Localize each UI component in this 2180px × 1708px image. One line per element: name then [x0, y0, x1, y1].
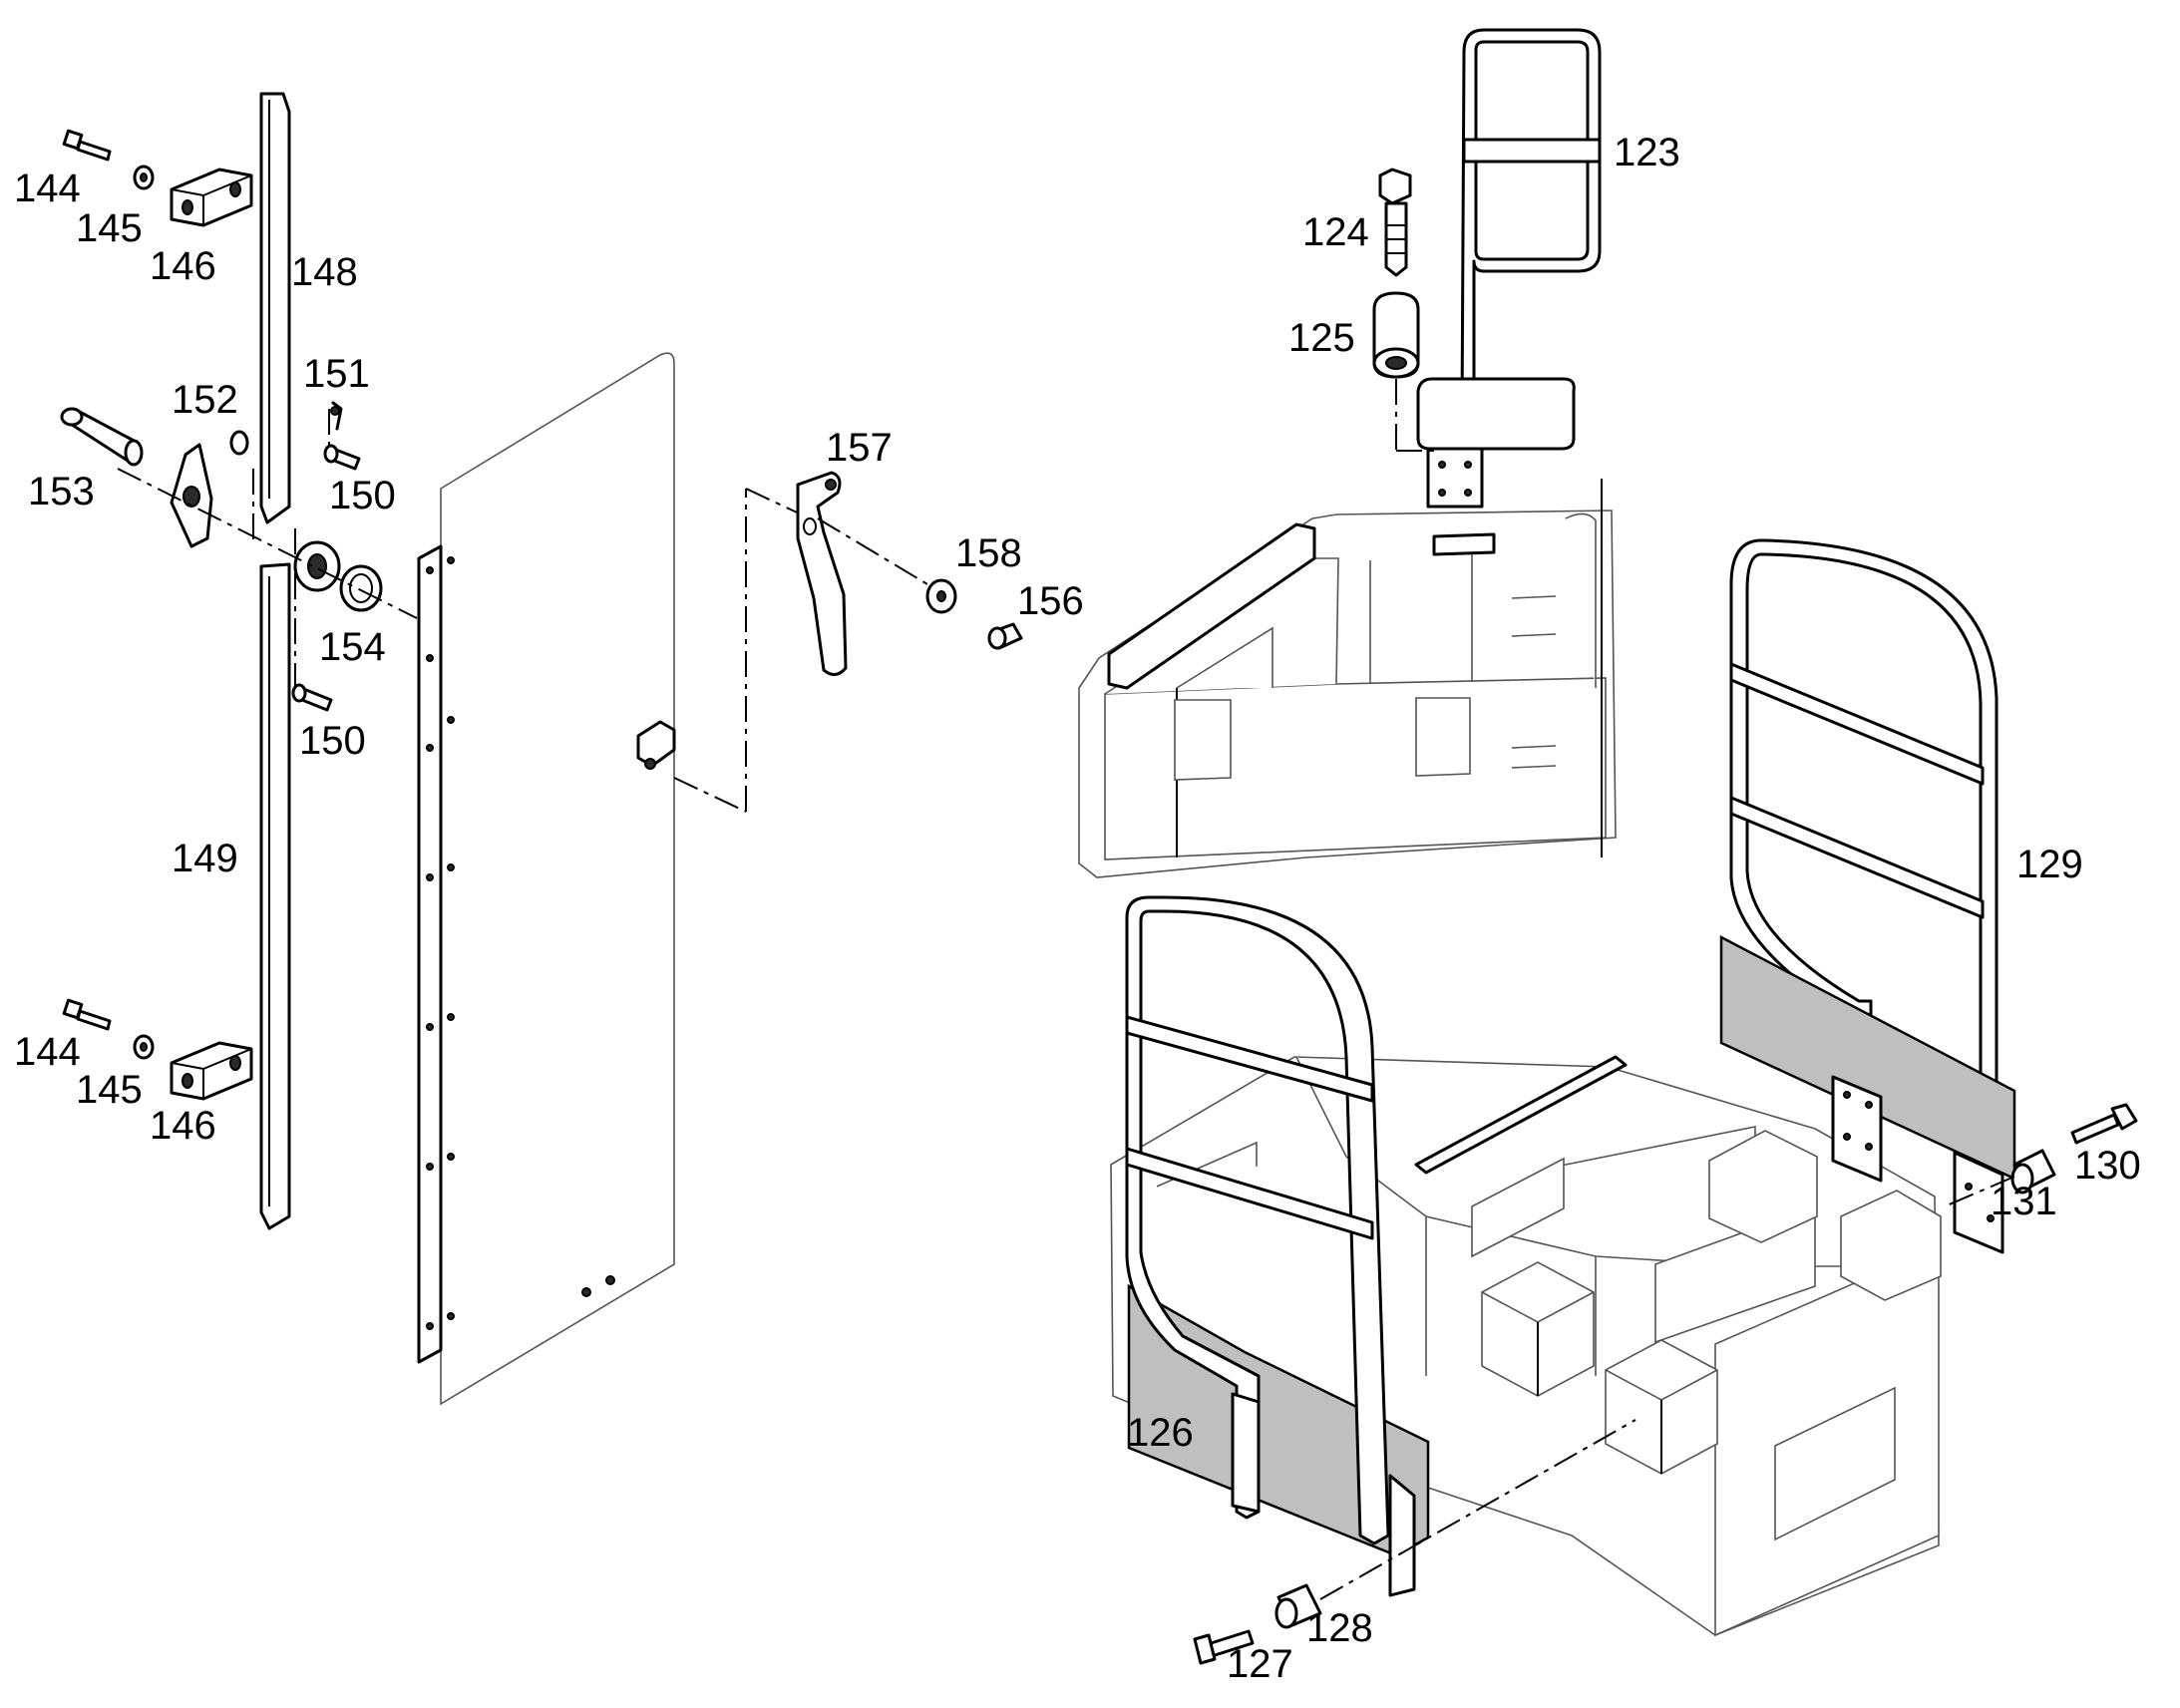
- washer-145-upper: [133, 165, 155, 190]
- washer-145-lower: [133, 1034, 155, 1060]
- label-145-lower: 145: [76, 1068, 143, 1112]
- washer-158: [925, 578, 957, 614]
- label-124: 124: [1302, 210, 1369, 254]
- bolt-144-lower: [62, 998, 112, 1031]
- base-socket-left: [1481, 1261, 1595, 1397]
- bolt-130: [2070, 1103, 2138, 1145]
- label-127: 127: [1227, 1642, 1293, 1686]
- label-128: 128: [1306, 1606, 1373, 1650]
- clamp-block-146-lower: [170, 1041, 253, 1101]
- label-130: 130: [2074, 1144, 2141, 1188]
- label-154: 154: [319, 625, 386, 669]
- label-131: 131: [1991, 1180, 2057, 1223]
- cab-upper-frame: [1078, 479, 1617, 878]
- label-146-lower: 146: [150, 1104, 216, 1148]
- latch-handle-157: [796, 471, 848, 676]
- label-148: 148: [291, 250, 358, 294]
- label-145-upper: 145: [76, 206, 143, 250]
- spacer-131: [2010, 1149, 2056, 1195]
- label-125: 125: [1288, 316, 1355, 360]
- label-151: 151: [303, 352, 370, 396]
- screw-156: [987, 622, 1023, 650]
- label-149: 149: [172, 837, 238, 880]
- label-129: 129: [2016, 843, 2083, 886]
- bushing-154: [293, 540, 383, 612]
- base-socket-right: [1605, 1339, 1718, 1475]
- bracket-123: [1416, 377, 1576, 509]
- rail-149: [259, 562, 291, 1230]
- door-panel: [417, 352, 676, 1406]
- screw-151: [330, 401, 343, 431]
- label-158: 158: [955, 531, 1022, 575]
- label-156: 156: [1017, 579, 1084, 623]
- guard-rail-123: [1460, 28, 1602, 421]
- label-126: 126: [1127, 1411, 1194, 1455]
- bolt-124: [1378, 168, 1412, 277]
- label-153: 153: [28, 470, 95, 513]
- base-socket-rear: [1708, 1130, 1942, 1301]
- label-150-lower: 150: [299, 719, 366, 763]
- clamp-block-146-upper: [170, 168, 253, 227]
- hinge-plate-152: [170, 430, 249, 548]
- screw-150-lower: [291, 683, 333, 712]
- spacer-128: [1274, 1583, 1322, 1629]
- bolt-144-upper: [62, 129, 112, 162]
- guard-rail-129: [1719, 538, 2016, 1254]
- spacer-125: [1372, 291, 1420, 379]
- label-123: 123: [1614, 131, 1680, 174]
- label-157: 157: [826, 426, 893, 470]
- rail-148: [259, 92, 291, 524]
- label-144-lower: 144: [14, 1030, 81, 1074]
- label-144-upper: 144: [14, 167, 81, 210]
- label-150-upper: 150: [329, 474, 396, 517]
- screw-150-upper: [323, 444, 361, 471]
- label-146-upper: 146: [150, 244, 216, 288]
- label-152: 152: [172, 378, 238, 422]
- guard-rail-126: [1125, 895, 1430, 1597]
- hinge-pin-153: [60, 407, 144, 467]
- bolt-127: [1193, 1629, 1255, 1665]
